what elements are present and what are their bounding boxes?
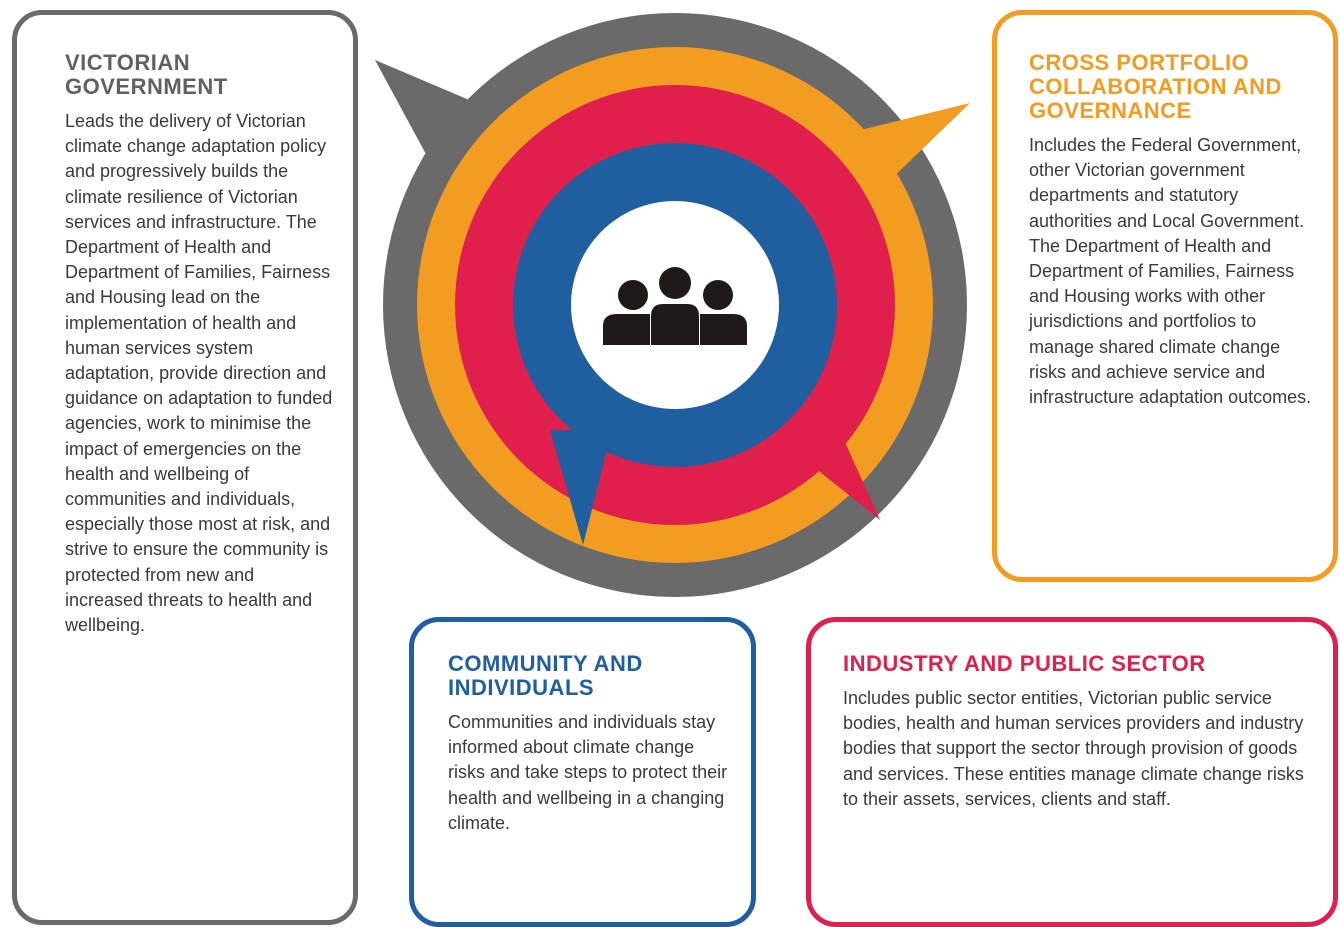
community-box: COMMUNITY AND INDIVIDUALS Communities an…	[409, 617, 756, 927]
victorian-government-text: Leads the delivery of Victorian climate …	[65, 111, 333, 636]
victorian-government-title: VICTORIAN GOVERNMENT	[65, 50, 228, 99]
community-title: COMMUNITY AND INDIVIDUALS	[448, 651, 643, 700]
victorian-government-box: VICTORIAN GOVERNMENT Leads the delivery …	[12, 10, 358, 925]
cross-portfolio-box: CROSS PORTFOLIO COLLABORATION AND GOVERN…	[992, 10, 1338, 582]
industry-text: Includes public sector entities, Victori…	[843, 688, 1304, 809]
industry-title: INDUSTRY AND PUBLIC SECTOR	[843, 651, 1206, 676]
industry-box: INDUSTRY AND PUBLIC SECTOR Includes publ…	[806, 617, 1338, 927]
cross-portfolio-title: CROSS PORTFOLIO COLLABORATION AND GOVERN…	[1029, 50, 1282, 123]
cross-portfolio-text: Includes the Federal Government, other V…	[1029, 135, 1312, 408]
community-pointer	[550, 430, 612, 545]
concentric-ring-diagram	[375, 13, 970, 597]
community-text: Communities and individuals stay informe…	[448, 712, 728, 833]
people-group-icon	[603, 267, 747, 345]
